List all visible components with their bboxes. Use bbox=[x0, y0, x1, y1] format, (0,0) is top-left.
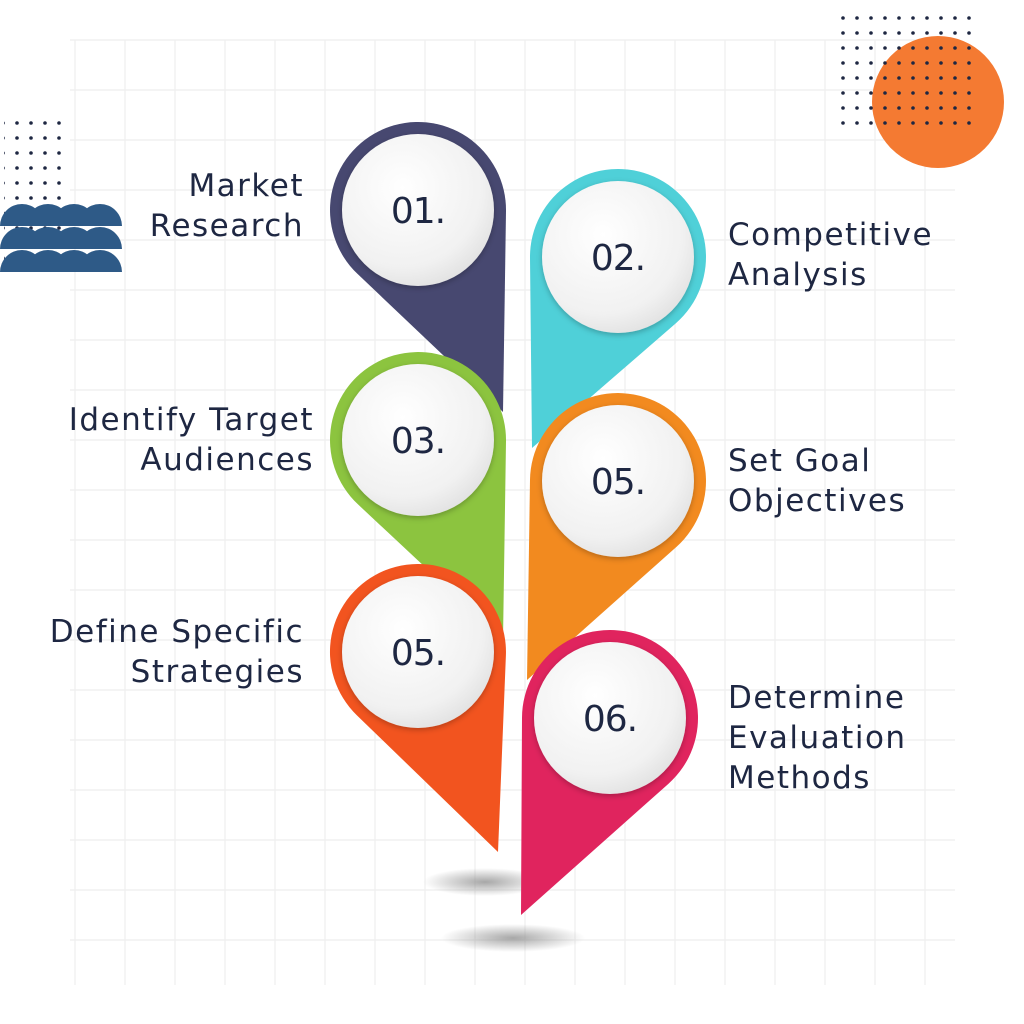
step-label-line: Define Specific bbox=[49, 614, 304, 650]
step-label-line: Competitive bbox=[728, 217, 934, 253]
pin-disc bbox=[342, 364, 494, 516]
step-pin-1: 01. bbox=[330, 121, 507, 412]
dot-grid-top-right bbox=[836, 12, 976, 132]
step-number: 02. bbox=[591, 238, 645, 279]
step-pin-5: 05. bbox=[329, 563, 506, 852]
step-label-line: Analysis bbox=[728, 257, 868, 293]
step-label-3: Identify Target Audiences bbox=[69, 400, 314, 480]
step-number: 05. bbox=[391, 633, 445, 674]
pin-shadow bbox=[441, 924, 585, 952]
pin-disc bbox=[342, 134, 494, 286]
step-label-4: Set Goal Objectives bbox=[728, 441, 906, 521]
step-number: 05. bbox=[591, 462, 645, 503]
step-pin-4: 05. bbox=[527, 393, 706, 680]
step-number: 01. bbox=[391, 191, 445, 232]
step-label-line: Determine bbox=[728, 680, 906, 716]
navy-semicircles-decoration bbox=[0, 204, 122, 272]
step-label-1: Market Research bbox=[150, 166, 304, 246]
step-number: 06. bbox=[583, 699, 637, 740]
step-number: 03. bbox=[391, 421, 445, 462]
step-pin-6: 06. bbox=[521, 629, 698, 915]
step-label-line: Research bbox=[149, 208, 304, 244]
step-pin-2: 02. bbox=[529, 168, 706, 448]
step-label-line: Strategies bbox=[130, 654, 304, 690]
step-label-line: Evaluation bbox=[728, 720, 907, 756]
step-label-5: Define Specific Strategies bbox=[50, 612, 304, 692]
step-label-line: Audiences bbox=[140, 442, 314, 478]
step-label-line: Set Goal bbox=[728, 443, 872, 479]
pin-shadow bbox=[423, 868, 547, 896]
pin-disc bbox=[542, 405, 694, 557]
step-label-line: Methods bbox=[728, 760, 871, 796]
step-label-6: Determine Evaluation Methods bbox=[728, 678, 907, 798]
step-label-line: Market bbox=[188, 168, 304, 204]
pin-disc bbox=[534, 642, 686, 794]
step-label-line: Identify Target bbox=[68, 402, 314, 438]
step-label-line: Objectives bbox=[728, 483, 907, 519]
pin-disc bbox=[542, 181, 694, 333]
pin-disc bbox=[342, 576, 494, 728]
step-label-2: Competitive Analysis bbox=[728, 215, 933, 295]
step-pin-3: 03. bbox=[330, 352, 507, 640]
